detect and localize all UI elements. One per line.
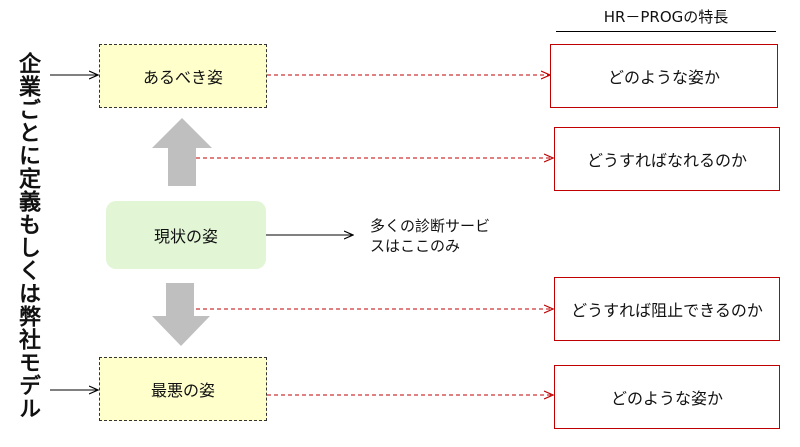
- diagnosis-note: 多くの診断サービ スはここのみ: [370, 216, 520, 256]
- feature-box-1: どのような姿か: [550, 44, 778, 108]
- hr-prog-header: HR－PROGの特長: [603, 8, 729, 26]
- feature-box-2: どうすればなれるのか: [554, 127, 780, 191]
- header-underline: [556, 31, 776, 32]
- note-line-1: 多くの診断サービ: [370, 217, 491, 235]
- current-state-box: 現状の姿: [106, 201, 266, 269]
- worst-state-box: 最悪の姿: [99, 357, 267, 421]
- down-block-arrow: [152, 283, 210, 346]
- feature-box-3: どうすれば阻止できるのか: [554, 277, 780, 341]
- up-block-arrow: [152, 118, 212, 186]
- vertical-title: 企業ごとに定義もしくは弊社モデル: [15, 52, 40, 420]
- note-line-2: スはここのみ: [370, 237, 461, 255]
- ideal-state-box: あるべき姿: [99, 44, 267, 108]
- feature-box-4: どのような姿か: [554, 365, 780, 429]
